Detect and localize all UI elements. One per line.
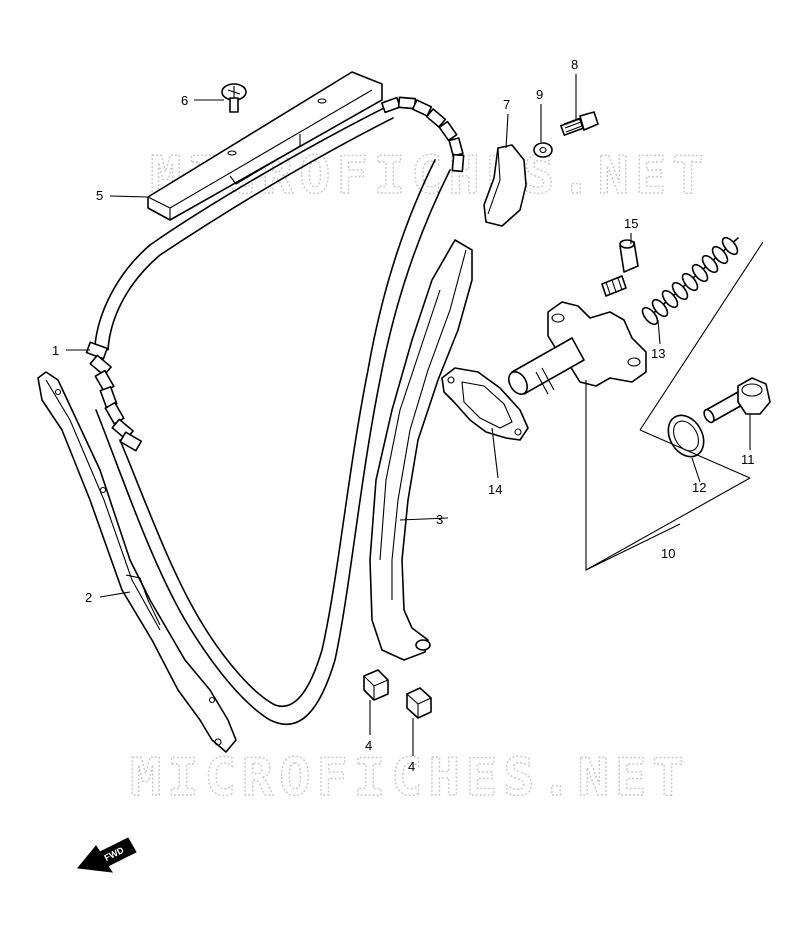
callout-2: 2: [85, 590, 92, 605]
o-ring-12: [667, 414, 705, 458]
callout-10: 10: [661, 546, 675, 561]
leader-lines: [66, 74, 751, 756]
callout-6: 6: [181, 93, 188, 108]
cap-4b: [406, 687, 432, 719]
callout-4a: 4: [365, 738, 372, 753]
callout-14: 14: [488, 482, 502, 497]
right-chain-guide: [369, 239, 473, 661]
fwd-arrow-icon: FWD: [77, 837, 137, 873]
tensioner-10: [508, 301, 647, 395]
left-chain-guide: [37, 371, 237, 753]
callout-15: 15: [624, 216, 638, 231]
chain-links-top: [380, 96, 465, 173]
callout-8: 8: [571, 57, 578, 72]
bolt-8: [560, 111, 599, 136]
callouts: 1 2 3 4 4 5 6 7 8 9 10 11 12 13 14 15: [52, 57, 755, 774]
washer-9: [533, 142, 553, 158]
callout-9: 9: [536, 87, 543, 102]
cap-bolt-11: [703, 377, 771, 424]
callout-5: 5: [96, 188, 103, 203]
callout-1: 1: [52, 343, 59, 358]
callout-4b: 4: [408, 759, 415, 774]
cam-chain: [85, 96, 465, 726]
cap-4a: [363, 669, 389, 701]
callout-13: 13: [651, 346, 665, 361]
callout-11: 11: [741, 452, 755, 467]
bolt-15: [601, 239, 639, 297]
screw-6: [221, 83, 247, 113]
callout-7: 7: [503, 97, 510, 112]
callout-3: 3: [436, 512, 443, 527]
gasket-14: [441, 367, 529, 441]
callout-12: 12: [692, 480, 706, 495]
damper-7: [483, 144, 527, 227]
chain-links-left: [85, 341, 143, 452]
watermark-bottom: MICROFICHES.NET: [130, 748, 690, 808]
upper-chain-guide: [147, 71, 383, 221]
assembly-bracket: [585, 241, 764, 571]
spring-13: [641, 236, 739, 326]
